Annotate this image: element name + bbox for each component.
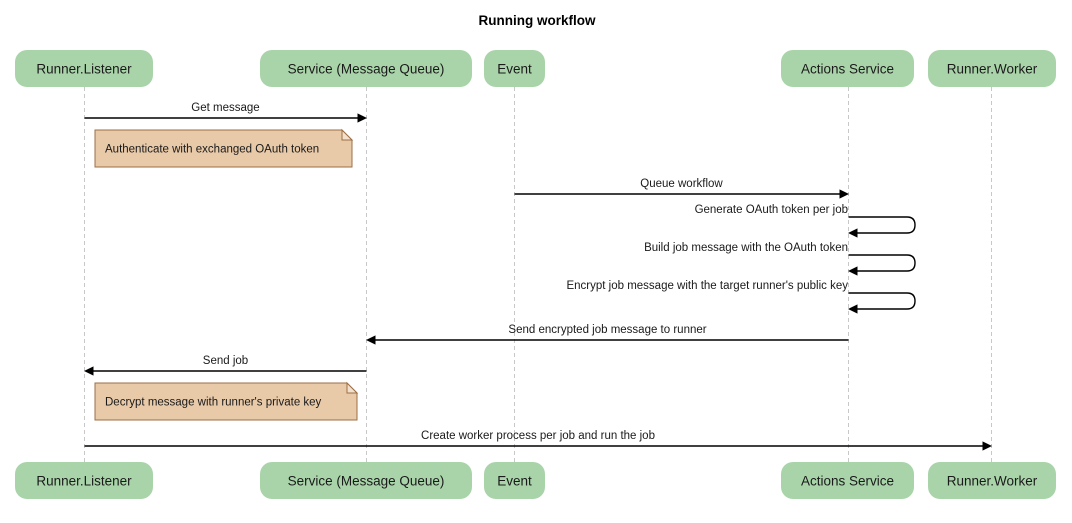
- participant-box-runner-listener[interactable]: [15, 462, 153, 499]
- message-encrypt-job-message: Encrypt job message with the target runn…: [566, 280, 916, 314]
- message-create-worker-process: Create worker process per job and run th…: [84, 430, 992, 451]
- message-build-job-message: Build job message with the OAuth token: [644, 242, 916, 276]
- participant-box-runner-worker[interactable]: [928, 462, 1056, 499]
- participants-top-group[interactable]: Runner.Listener Service (Message Queue) Ev…: [15, 50, 1056, 87]
- participant-label-actions-service: Actions Service: [801, 62, 894, 77]
- participant-box-actions-service[interactable]: [781, 462, 914, 499]
- participant-runner-listener-top[interactable]: Runner.Listener: [15, 50, 153, 87]
- participant-label-runner-listener: Runner.Listener: [36, 474, 132, 489]
- notes-group: Authenticate with exchanged OAuth tokenD…: [94, 128, 359, 421]
- arrowhead-get-message: [357, 113, 367, 123]
- participant-label-runner-listener: Runner.Listener: [36, 62, 132, 77]
- arrowhead-encrypt-job-message: [848, 304, 858, 314]
- participant-box-service-queue[interactable]: [260, 462, 472, 499]
- participant-label-runner-worker: Runner.Worker: [947, 474, 1038, 489]
- message-label-build-job-message: Build job message with the OAuth token: [644, 242, 848, 254]
- participant-actions-service-bottom[interactable]: Actions Service: [781, 462, 914, 499]
- participant-label-event: Event: [497, 474, 532, 489]
- message-label-send-job: Send job: [203, 355, 248, 367]
- participant-actions-service-top[interactable]: Actions Service: [781, 50, 914, 87]
- message-send-job: Send job: [84, 355, 367, 376]
- participant-label-actions-service: Actions Service: [801, 474, 894, 489]
- message-get-message: Get message: [84, 102, 367, 123]
- message-label-get-message: Get message: [191, 102, 259, 114]
- participant-label-runner-worker: Runner.Worker: [947, 62, 1038, 77]
- participant-box-runner-listener[interactable]: [15, 50, 153, 87]
- message-generate-oauth-token: Generate OAuth token per job: [695, 204, 916, 238]
- arrowhead-send-job: [84, 366, 94, 376]
- participants-bottom-group[interactable]: Runner.Listener Service (Message Queue) Ev…: [15, 462, 1056, 499]
- note-authenticate-note: Authenticate with exchanged OAuth token: [94, 128, 354, 168]
- message-queue-workflow: Queue workflow: [514, 178, 849, 199]
- page-title: Running workflow: [479, 13, 596, 28]
- note-decrypt-note: Decrypt message with runner's private ke…: [94, 381, 359, 421]
- message-send-encrypted-job-message: Send encrypted job message to runner: [366, 324, 849, 345]
- participant-box-event[interactable]: [484, 50, 545, 87]
- arrowhead-queue-workflow: [839, 189, 849, 199]
- arrowhead-send-encrypted-job-message: [366, 335, 376, 345]
- arrowhead-create-worker-process: [982, 441, 992, 451]
- note-fold-icon: [341, 128, 354, 141]
- participant-service-queue-top[interactable]: Service (Message Queue): [260, 50, 472, 87]
- participant-label-service-queue: Service (Message Queue): [288, 474, 445, 489]
- note-body-authenticate-note: [94, 129, 353, 168]
- note-label-authenticate-note: Authenticate with exchanged OAuth token: [105, 144, 319, 156]
- note-fold-icon: [346, 381, 359, 394]
- message-loop-encrypt-job-message: [848, 292, 916, 310]
- participant-runner-listener-bottom[interactable]: Runner.Listener: [15, 462, 153, 499]
- message-label-create-worker-process: Create worker process per job and run th…: [421, 430, 655, 442]
- message-label-generate-oauth-token: Generate OAuth token per job: [695, 204, 848, 216]
- participant-event-bottom[interactable]: Event: [484, 462, 545, 499]
- arrowhead-build-job-message: [848, 266, 858, 276]
- participant-runner-worker-top[interactable]: Runner.Worker: [928, 50, 1056, 87]
- message-loop-generate-oauth-token: [848, 216, 916, 234]
- participant-box-runner-worker[interactable]: [928, 50, 1056, 87]
- participant-event-top[interactable]: Event: [484, 50, 545, 87]
- message-loop-build-job-message: [848, 254, 916, 272]
- arrowhead-generate-oauth-token: [848, 228, 858, 238]
- participant-label-event: Event: [497, 62, 532, 77]
- participant-runner-worker-bottom[interactable]: Runner.Worker: [928, 462, 1056, 499]
- message-label-send-encrypted-job-message: Send encrypted job message to runner: [508, 324, 706, 336]
- message-label-encrypt-job-message: Encrypt job message with the target runn…: [566, 280, 848, 292]
- participant-box-service-queue[interactable]: [260, 50, 472, 87]
- participant-box-event[interactable]: [484, 462, 545, 499]
- participant-service-queue-bottom[interactable]: Service (Message Queue): [260, 462, 472, 499]
- message-label-queue-workflow: Queue workflow: [640, 178, 723, 190]
- note-body-decrypt-note: [94, 382, 358, 421]
- participant-box-actions-service[interactable]: [781, 50, 914, 87]
- note-label-decrypt-note: Decrypt message with runner's private ke…: [105, 397, 322, 409]
- participant-label-service-queue: Service (Message Queue): [288, 62, 445, 77]
